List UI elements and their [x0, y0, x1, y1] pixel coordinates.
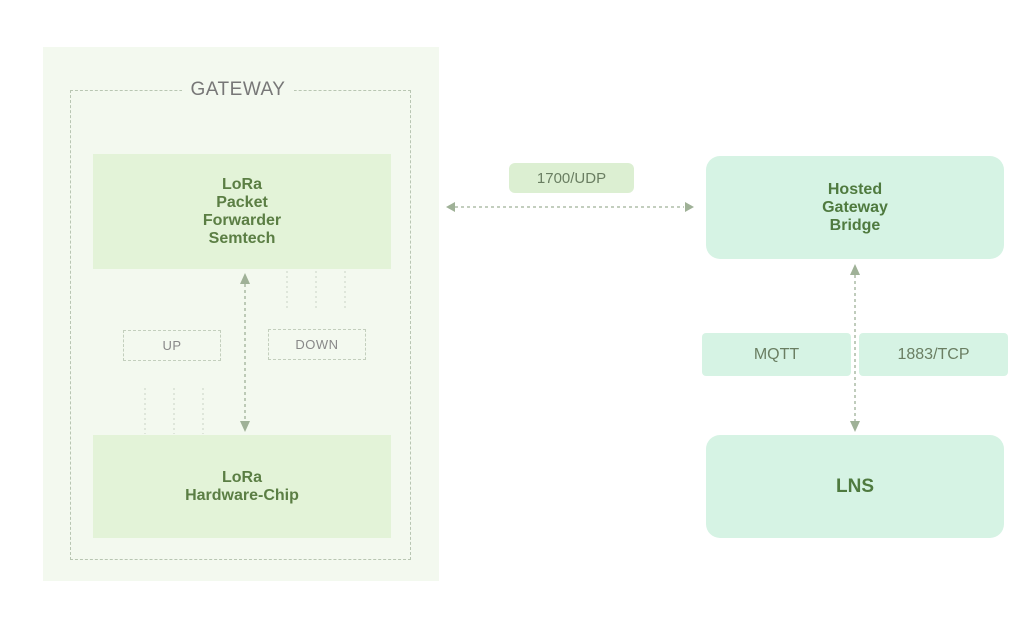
- packet-forwarder-line: Packet: [216, 193, 268, 211]
- udp-port-label: 1700/UDP: [509, 163, 634, 193]
- packet-forwarder-line: Semtech: [208, 229, 276, 247]
- bridge-line: Gateway: [822, 198, 888, 216]
- packet-forwarder-line: LoRa: [222, 175, 262, 193]
- arrowhead-up-icon: [240, 273, 250, 284]
- arrowhead-down-icon: [240, 421, 250, 432]
- arrowhead-left-icon: [446, 202, 455, 212]
- mqtt-protocol-label: MQTT: [702, 333, 851, 376]
- arrowhead-up-icon: [850, 264, 860, 275]
- packet-forwarder-node: LoRa Packet Forwarder Semtech: [93, 154, 391, 269]
- packet-forwarder-line: Forwarder: [202, 211, 282, 229]
- bridge-line: Hosted: [827, 180, 883, 198]
- arrowhead-right-icon: [685, 202, 694, 212]
- gateway-bridge-node: Hosted Gateway Bridge: [706, 156, 1004, 259]
- lns-label: LNS: [836, 475, 874, 497]
- tcp-port-label: 1883/TCP: [859, 333, 1008, 376]
- hardware-chip-line: Hardware-Chip: [185, 486, 299, 504]
- lns-node: LNS: [706, 435, 1004, 538]
- bridge-line: Bridge: [829, 216, 881, 234]
- gateway-title: GATEWAY: [182, 76, 294, 104]
- arrowhead-down-icon: [850, 421, 860, 432]
- up-label: UP: [123, 330, 221, 361]
- hardware-chip-line: LoRa: [221, 468, 262, 486]
- hardware-chip-node: LoRa Hardware-Chip: [93, 435, 391, 538]
- down-label: DOWN: [268, 329, 366, 360]
